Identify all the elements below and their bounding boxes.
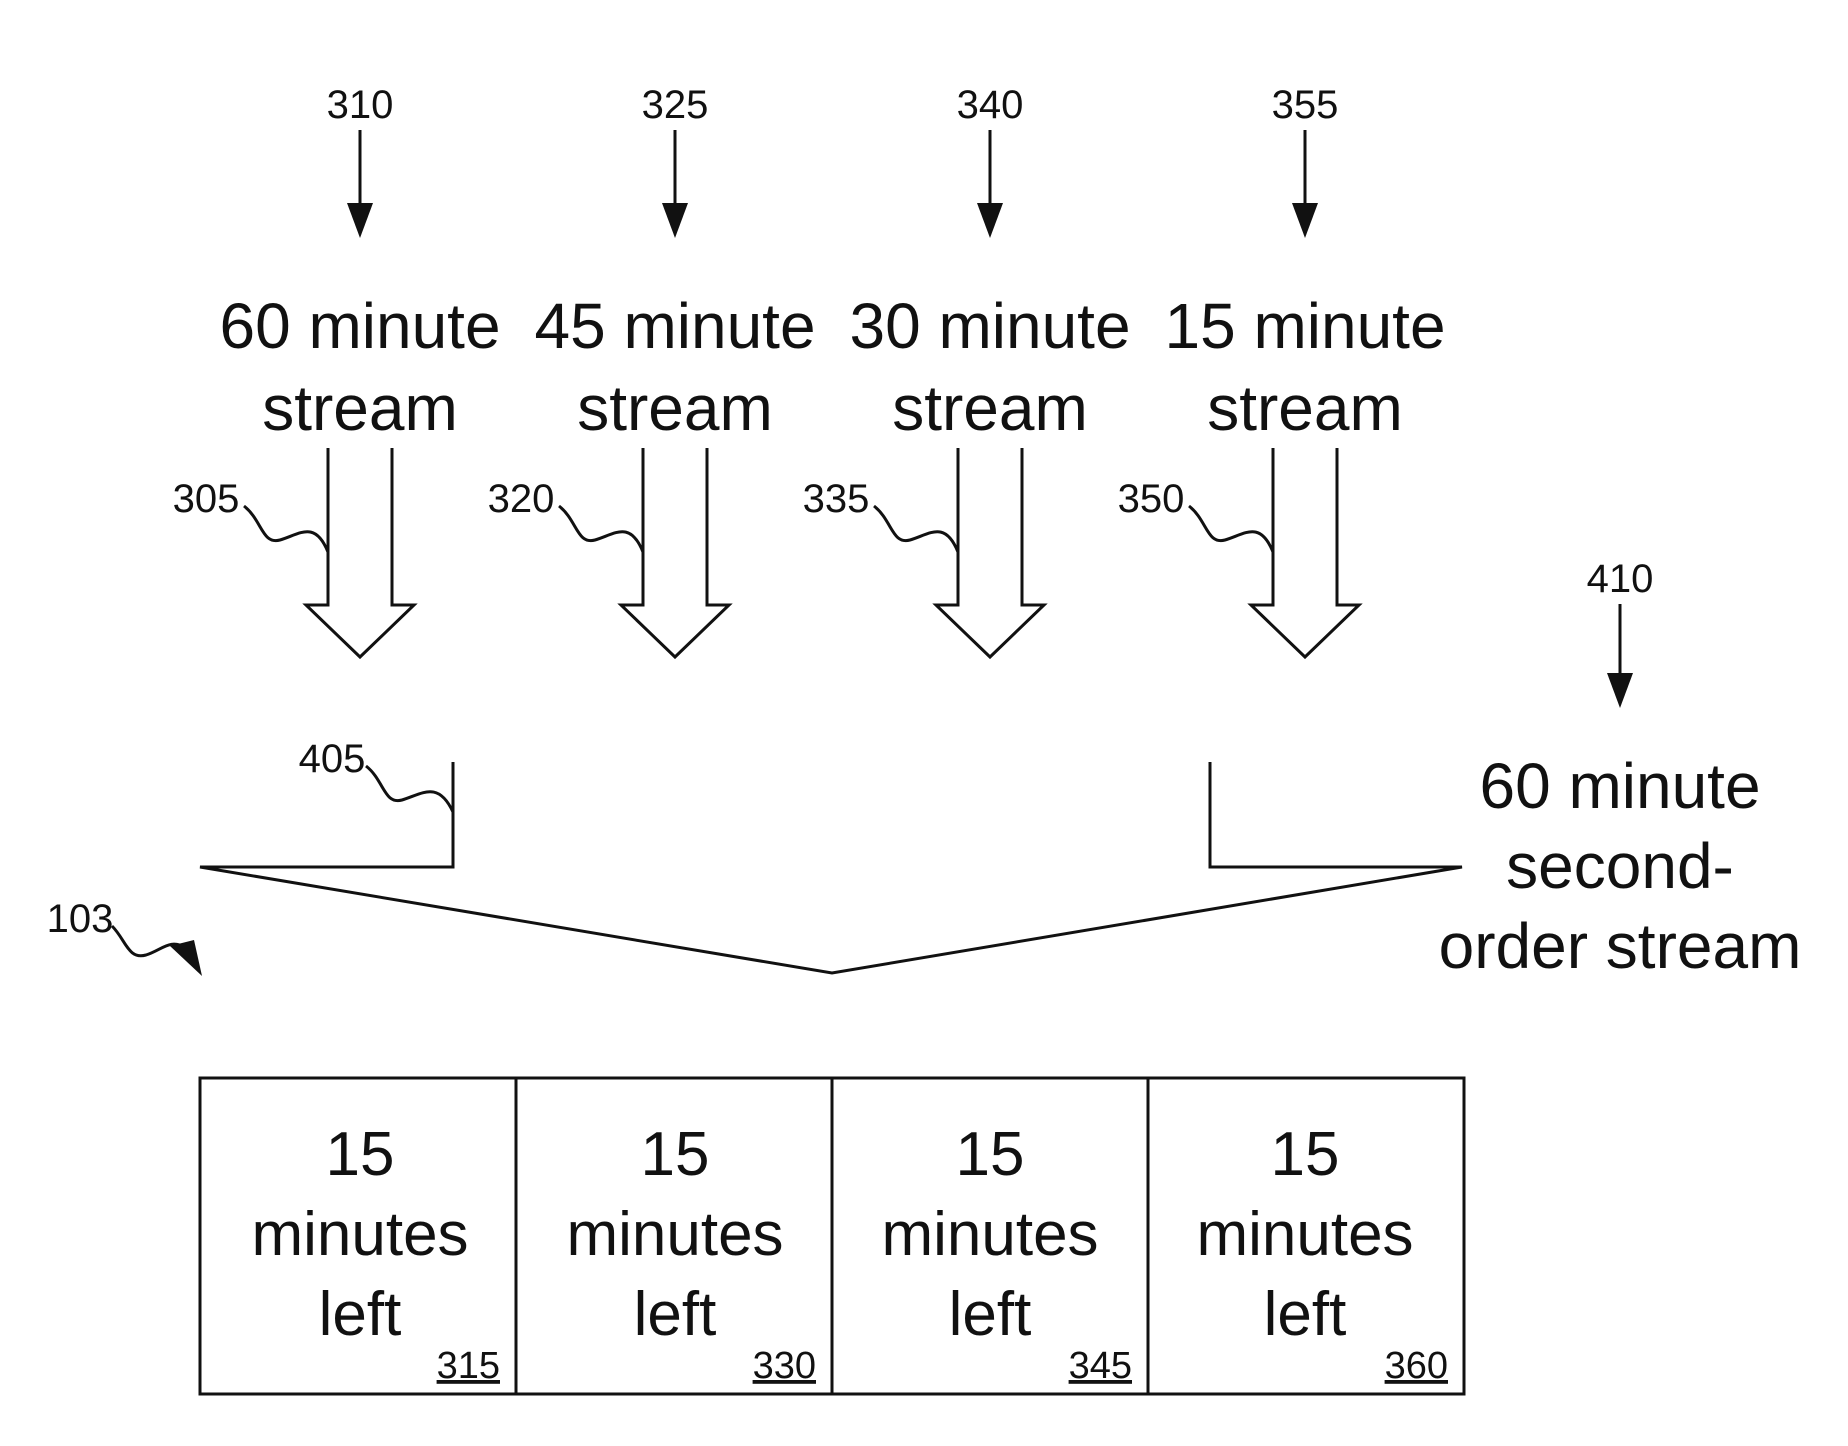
cell-line3: left xyxy=(1264,1280,1347,1349)
second-order-ref-label: 410 xyxy=(1587,557,1654,601)
arrow-ref-label: 320 xyxy=(488,477,555,521)
buffer-table: 15 minutes left 315 15 minutes left 330 … xyxy=(200,1078,1464,1394)
stream-group-3: 340 30 minute stream 335 xyxy=(803,83,1131,657)
hollow-down-arrow xyxy=(621,448,729,657)
second-order-title-line2: second- xyxy=(1506,830,1734,902)
stream-group-2: 325 45 minute stream 320 xyxy=(488,83,816,657)
leader-squiggle xyxy=(244,506,328,552)
stream-group-4: 355 15 minute stream 350 xyxy=(1118,83,1446,657)
system-ref: 103 xyxy=(47,897,202,976)
cell-ref-label: 345 xyxy=(1069,1345,1132,1387)
stream-ref-label: 340 xyxy=(957,83,1024,127)
second-order-title-line1: 60 minute xyxy=(1479,750,1760,822)
system-ref-label: 103 xyxy=(47,897,114,941)
stream-title-line1: 45 minute xyxy=(534,290,815,362)
cell-ref-label: 315 xyxy=(437,1345,500,1387)
cell-line1: 15 xyxy=(326,1120,395,1189)
pointer-arrow-head xyxy=(662,203,688,238)
leader-squiggle xyxy=(112,926,186,956)
leader-squiggle xyxy=(1189,506,1273,552)
merge-bracket: 405 xyxy=(200,737,1462,973)
stream-title-line2: stream xyxy=(892,372,1088,444)
cell-line2: minutes xyxy=(566,1200,783,1269)
pointer-arrow-head xyxy=(347,203,373,238)
stream-title-line2: stream xyxy=(577,372,773,444)
leader-squiggle xyxy=(874,506,958,552)
cell-line2: minutes xyxy=(881,1200,1098,1269)
stream-title-line1: 30 minute xyxy=(849,290,1130,362)
buffer-cell-1: 15 minutes left 315 xyxy=(251,1120,500,1387)
cell-line3: left xyxy=(319,1280,402,1349)
stream-ref-label: 310 xyxy=(327,83,394,127)
merge-funnel-outline xyxy=(200,762,1462,973)
stream-title-line2: stream xyxy=(1207,372,1403,444)
leader-squiggle xyxy=(366,766,453,812)
arrow-ref-label: 350 xyxy=(1118,477,1185,521)
buffer-cell-3: 15 minutes left 345 xyxy=(881,1120,1132,1387)
leader-arrow-head xyxy=(170,940,202,976)
hollow-down-arrow xyxy=(306,448,414,657)
second-order-stream: 410 60 minute second- order stream xyxy=(1439,557,1802,982)
cell-line3: left xyxy=(949,1280,1032,1349)
arrow-ref-label: 335 xyxy=(803,477,870,521)
stream-group-1: 310 60 minute stream 305 xyxy=(173,83,501,657)
cell-line1: 15 xyxy=(956,1120,1025,1189)
cell-line1: 15 xyxy=(1271,1120,1340,1189)
hollow-down-arrow xyxy=(1251,448,1359,657)
buffer-cell-2: 15 minutes left 330 xyxy=(566,1120,816,1387)
cell-line2: minutes xyxy=(1196,1200,1413,1269)
stream-ref-label: 325 xyxy=(642,83,709,127)
leader-squiggle xyxy=(559,506,643,552)
arrow-ref-label: 305 xyxy=(173,477,240,521)
stream-title-line1: 60 minute xyxy=(219,290,500,362)
stream-ref-label: 355 xyxy=(1272,83,1339,127)
pointer-arrow-head xyxy=(1292,203,1318,238)
buffer-cell-4: 15 minutes left 360 xyxy=(1196,1120,1448,1387)
cell-line2: minutes xyxy=(251,1200,468,1269)
bracket-ref-label: 405 xyxy=(299,737,366,781)
stream-title-line1: 15 minute xyxy=(1164,290,1445,362)
second-order-title-line3: order stream xyxy=(1439,910,1802,982)
cell-ref-label: 360 xyxy=(1385,1345,1448,1387)
pointer-arrow-head xyxy=(977,203,1003,238)
cell-line3: left xyxy=(634,1280,717,1349)
pointer-arrow-head xyxy=(1607,673,1633,708)
cell-ref-label: 330 xyxy=(753,1345,816,1387)
hollow-down-arrow xyxy=(936,448,1044,657)
stream-title-line2: stream xyxy=(262,372,458,444)
cell-line1: 15 xyxy=(641,1120,710,1189)
